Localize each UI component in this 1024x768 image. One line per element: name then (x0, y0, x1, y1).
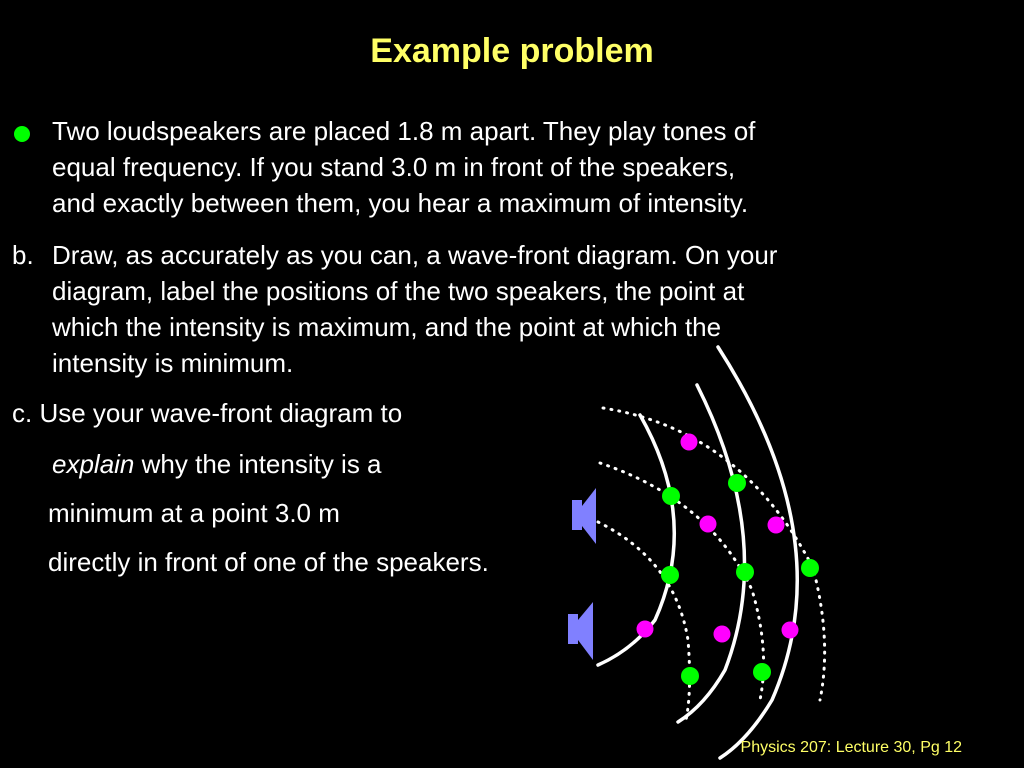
dotted-wavefront (596, 520, 692, 722)
problem-statement: Two loudspeakers are placed 1.8 m apart.… (52, 113, 1012, 221)
part-c-line4: directly in front of one of the speakers… (48, 547, 489, 577)
statement-line: and exactly between them, you hear a max… (52, 188, 749, 218)
minimum-point (636, 620, 654, 638)
statement-line: Two loudspeakers are placed 1.8 m apart.… (52, 116, 756, 146)
statement-line: equal frequency. If you stand 3.0 m in f… (52, 152, 736, 182)
part-c-line2: explain why the intensity is a (52, 446, 382, 482)
part-c-line2-rest: why the intensity is a (134, 449, 382, 479)
minimum-point (699, 515, 717, 533)
slide-footer: Physics 207: Lecture 30, Pg 12 (740, 739, 962, 756)
minimum-point (781, 621, 799, 639)
speaker-lower-icon (568, 602, 593, 660)
part-b-line: intensity is minimum. (52, 348, 294, 378)
part-b: b. Draw, as accurately as you can, a wav… (12, 237, 1017, 381)
slide-title: Example problem (370, 32, 654, 70)
part-b-line: which the intensity is maximum, and the … (52, 312, 722, 342)
maximum-point (662, 487, 680, 505)
maximum-point (728, 474, 746, 492)
part-b-line: Draw, as accurately as you can, a wave-f… (52, 240, 778, 270)
minimum-point (713, 625, 731, 643)
solid-wavefront (596, 413, 676, 667)
maximum-point (736, 563, 754, 581)
maximum-point (801, 559, 819, 577)
bullet-icon (14, 126, 30, 142)
solid-wavefront (676, 383, 747, 724)
minimum-point (680, 433, 698, 451)
maximum-point (681, 667, 699, 685)
part-b-label: b. (12, 240, 34, 270)
part-b-line: diagram, label the positions of the two … (52, 276, 745, 306)
maximum-point (753, 663, 771, 681)
part-c-line1: c. Use your wave-front diagram to (12, 398, 403, 428)
maximum-point (661, 566, 679, 584)
dotted-wavefront (601, 406, 827, 702)
explain-word: explain (52, 449, 135, 479)
part-c-line3: minimum at a point 3.0 m (48, 498, 340, 528)
speaker-upper-icon (572, 488, 596, 544)
minimum-point (767, 516, 785, 534)
